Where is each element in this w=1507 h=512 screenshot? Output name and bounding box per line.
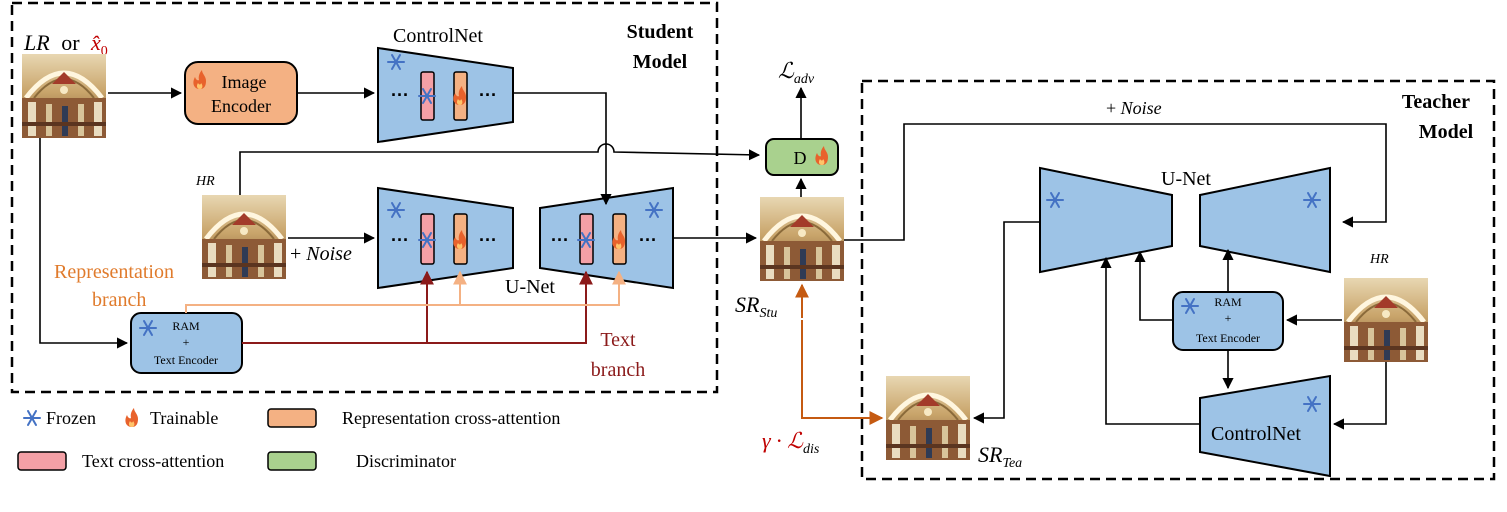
representation-branch-connections (185, 270, 626, 313)
teacher-unet-encoder-block (1039, 166, 1173, 274)
legend-fire-icon (125, 408, 138, 427)
teacher-noise-label: + Noise (1106, 98, 1162, 118)
ram-label: RAM (172, 319, 200, 333)
discriminator-block (765, 138, 839, 176)
distillation-connections (795, 283, 884, 425)
dots: ··· (479, 85, 497, 105)
legend-text-swatch (17, 451, 67, 471)
loss-adv-label: ℒadv (778, 58, 815, 87)
representation-branch-label-2: branch (92, 289, 146, 311)
legend-trainable: Trainable (150, 408, 218, 428)
text-branch-connections (242, 270, 593, 344)
sr-tea-label: SRTea (978, 442, 1022, 471)
legend-snowflake-icon (23, 410, 41, 426)
dots: ··· (639, 230, 657, 250)
teacher-title-line2: Model (1419, 121, 1474, 143)
unet-label: U-Net (505, 276, 555, 298)
legend-discriminator: Discriminator (356, 451, 456, 471)
teacher-ram-plus: + (1225, 311, 1232, 325)
teacher-hr-label: HR (1369, 252, 1389, 267)
legend-frozen: Frozen (46, 408, 96, 428)
noise-label: + Noise (290, 243, 352, 265)
representation-branch-label-1: Representation (54, 261, 174, 283)
discriminator-label: D (794, 148, 807, 168)
dots: ··· (391, 85, 409, 105)
legend-text-ca: Text cross-attention (82, 451, 224, 471)
teacher-controlnet-label: ControlNet (1211, 423, 1301, 445)
hr-input-image (202, 195, 286, 279)
lr-input-image (22, 54, 106, 138)
legend-representation-ca: Representation cross-attention (342, 408, 560, 428)
teacher-model-frame (860, 79, 1496, 481)
student-unet-encoder-block (377, 186, 514, 290)
teacher-title-line1: Teacher (1402, 91, 1470, 113)
legend-discriminator-swatch (267, 451, 317, 471)
teacher-ram-text-encoder-label: Text Encoder (1196, 331, 1260, 345)
image-encoder-label-1: Image (222, 72, 267, 92)
text-branch-label-2: branch (591, 359, 645, 381)
ram-plus: + (183, 335, 190, 349)
teacher-hr-image (1344, 278, 1428, 362)
input-label: LR or x̂0 (23, 30, 108, 59)
loss-dis-label: γ · ℒdis (762, 428, 820, 457)
student-controlnet-block (377, 46, 514, 144)
sr-to-teacher-path (844, 123, 1387, 241)
dots: ··· (391, 230, 409, 250)
legend-representation-swatch (267, 408, 317, 428)
student-title-line2: Model (633, 51, 688, 73)
sr-stu-image (760, 197, 844, 281)
dots: ··· (479, 230, 497, 250)
student-connections (39, 87, 761, 349)
dots: ··· (551, 230, 569, 250)
text-branch-label-1: Text (600, 329, 636, 351)
student-title-line1: Student (627, 21, 694, 43)
teacher-controlnet-block (1199, 374, 1331, 478)
sr-stu-label: SRStu (735, 292, 777, 321)
teacher-unet-label: U-Net (1161, 168, 1211, 190)
hr-label: HR (195, 174, 215, 189)
controlnet-label: ControlNet (393, 25, 483, 47)
student-unet-decoder-block (539, 186, 674, 290)
teacher-unet-decoder-block (1199, 166, 1331, 274)
image-encoder-label-2: Encoder (211, 96, 271, 116)
teacher-ram-label: RAM (1214, 295, 1242, 309)
sr-tea-image (886, 376, 970, 460)
ram-text-encoder-label: Text Encoder (154, 353, 218, 367)
teacher-connections (972, 221, 1387, 430)
student-model-frame (10, 1, 719, 394)
